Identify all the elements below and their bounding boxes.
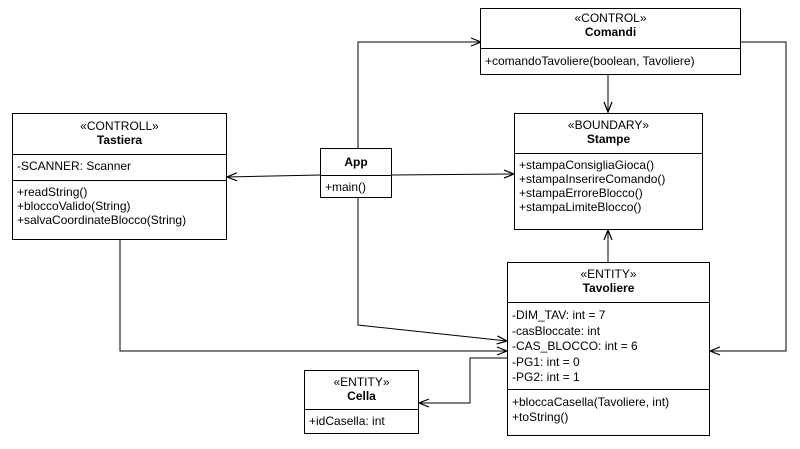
stereotype-label: «ENTITY»: [333, 375, 390, 389]
attribute-list: -DIM_TAV: int = 7 -casBloccate: int -CAS…: [508, 303, 709, 390]
edge-app-stampe: [391, 174, 514, 175]
class-tastiera-header: «CONTROLL» Tastiera: [13, 114, 226, 155]
edge-app-tavoliere: [357, 198, 507, 341]
attribute-row: -PG1: int = 0: [512, 354, 580, 369]
class-name: App: [344, 155, 368, 169]
class-name: Cella: [347, 389, 376, 403]
method-row: +toString(): [512, 410, 569, 424]
class-cella-header: «ENTITY» Cella: [305, 371, 418, 410]
class-tavoliere-header: «ENTITY» Tavoliere: [508, 263, 709, 303]
stereotype-label: «CONTROLL»: [80, 119, 159, 133]
class-cella[interactable]: «ENTITY» Cella +idCasella: int: [304, 370, 419, 434]
method-row: +main(): [325, 180, 367, 194]
attribute-row: -SCANNER: Scanner: [17, 159, 132, 173]
attribute-row: -PG2: int = 1: [512, 370, 580, 384]
method-list: +comandoTavoliere(boolean, Tavoliere): [481, 49, 740, 70]
class-name: Tavoliere: [582, 281, 635, 295]
edge-comandi-tavoliere: [710, 41, 787, 351]
class-comandi[interactable]: «CONTROL» Comandi +comandoTavoliere(bool…: [480, 8, 741, 75]
attribute-row: -casBloccate: int: [512, 323, 601, 338]
method-row: +stampaInserireComando(): [519, 172, 666, 186]
class-name: Comandi: [584, 25, 637, 39]
attribute-row: -CAS_BLOCCO: int = 6: [512, 339, 638, 353]
method-row: +comandoTavoliere(boolean, Tavoliere): [485, 54, 695, 68]
attribute-list: -SCANNER: Scanner: [13, 155, 226, 181]
method-row: +bloccoValido(String): [17, 199, 131, 213]
method-list: +stampaConsigliaGioca() +stampaInserireC…: [515, 154, 702, 216]
class-comandi-header: «CONTROL» Comandi: [481, 9, 740, 49]
attribute-row: -DIM_TAV: int = 7: [512, 308, 606, 322]
stereotype-label: «BOUNDARY»: [567, 118, 650, 132]
class-app-header: App: [321, 149, 391, 176]
method-row: +bloccaCasella(Tavoliere, int): [512, 395, 670, 409]
method-list: +idCasella: int: [305, 410, 418, 430]
edge-app-comandi: [357, 42, 481, 148]
stereotype-label: «CONTROL»: [574, 11, 647, 25]
method-list: +bloccaCasella(Tavoliere, int) +toString…: [508, 390, 709, 427]
method-row: +stampaErroreBlocco(): [519, 186, 643, 200]
edge-tavoliere-cella: [419, 357, 507, 403]
class-stampe-header: «BOUNDARY» Stampe: [515, 114, 702, 154]
method-list: +readString() +bloccoValido(String) +sal…: [13, 181, 226, 229]
class-name: Stampe: [586, 132, 631, 146]
method-row: +stampaConsigliaGioca(): [519, 158, 655, 172]
method-row: +stampaLimiteBlocco(): [519, 200, 642, 214]
class-stampe[interactable]: «BOUNDARY» Stampe +stampaConsigliaGioca(…: [514, 113, 703, 230]
edge-tastiera-tavoliere: [119, 240, 507, 351]
stereotype-label: «ENTITY»: [580, 267, 637, 281]
class-tastiera[interactable]: «CONTROLL» Tastiera -SCANNER: Scanner +r…: [12, 113, 227, 240]
method-list: +main(): [321, 176, 391, 196]
method-row: +readString(): [17, 185, 88, 199]
method-row: +salvaCoordinateBlocco(String): [17, 213, 187, 227]
class-tavoliere[interactable]: «ENTITY» Tavoliere -DIM_TAV: int = 7 -ca…: [507, 262, 710, 436]
method-row: +idCasella: int: [309, 414, 385, 428]
edge-app-tastiera: [227, 175, 322, 177]
class-name: Tastiera: [96, 133, 143, 147]
class-app[interactable]: App +main(): [320, 148, 392, 198]
